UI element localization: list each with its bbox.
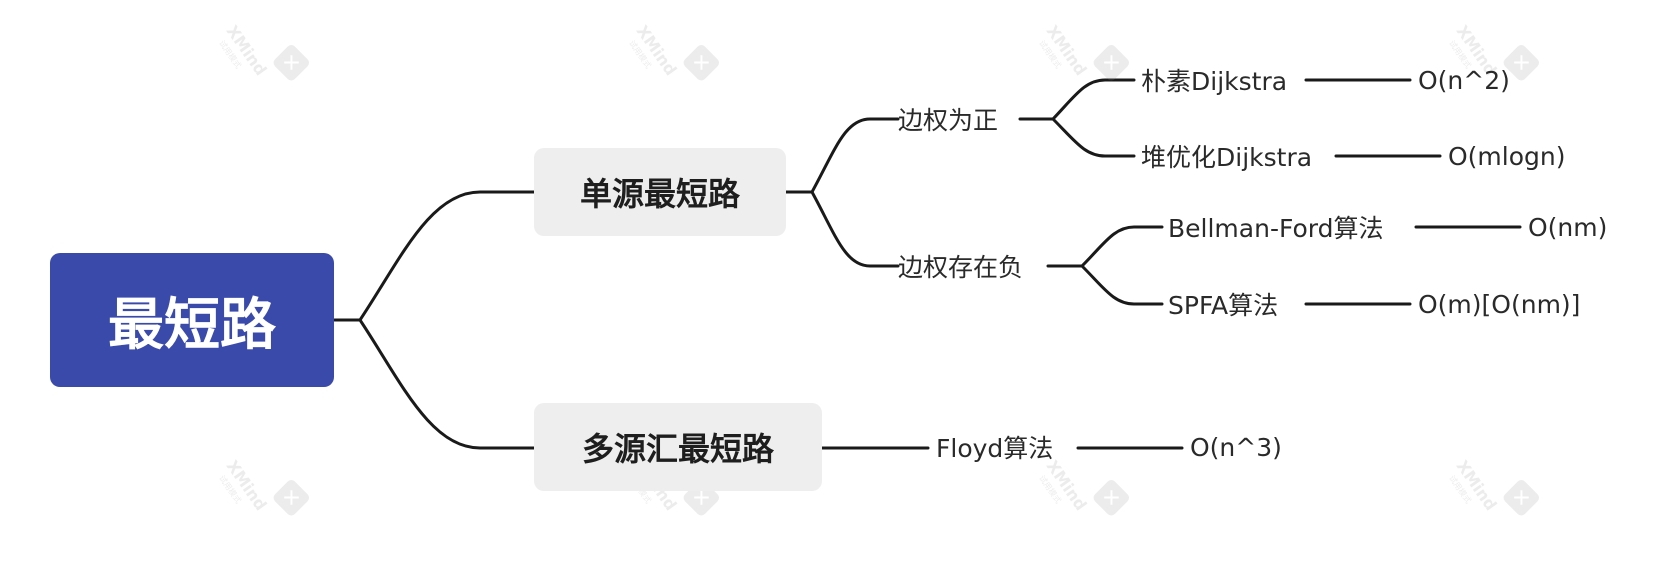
topic-bellman-ford[interactable]: Bellman-Ford算法 — [1168, 214, 1384, 243]
complexity-bellman-ford[interactable]: O(nm) — [1528, 212, 1608, 242]
connector-mid2-leaf4 — [1080, 264, 1164, 306]
topic-heap-dijkstra[interactable]: 堆优化Dijkstra — [1141, 143, 1313, 172]
topic-naive-dijkstra[interactable]: 朴素Dijkstra — [1141, 67, 1288, 96]
subtopic-negative-weights[interactable]: 边权存在负 — [898, 253, 1024, 282]
connector-branch1-mid2 — [810, 190, 900, 268]
connector-mid1-leaf1 — [1018, 78, 1136, 121]
connector-lines — [332, 78, 1522, 450]
topic-floyd[interactable]: Floyd算法 — [936, 434, 1054, 463]
complexity-heap-dijkstra[interactable]: O(mlogn) — [1448, 141, 1566, 171]
branch-single-source[interactable]: 单源最短路 — [534, 148, 786, 236]
connector-mid2-leaf3 — [1046, 225, 1164, 268]
connector-root-branch1 — [332, 190, 536, 322]
connector-root-branch2 — [358, 318, 536, 450]
mindmap-canvas: ✕ XMind 试用模式 ✕ XMind 试用模式 ✕ XMind 试用模式 ✕… — [50, 22, 1608, 518]
connector-branch1-mid1 — [784, 117, 900, 194]
branch-multi-source[interactable]: 多源汇最短路 — [534, 403, 822, 491]
root-topic[interactable]: 最短路 — [50, 253, 334, 387]
topic-spfa[interactable]: SPFA算法 — [1168, 291, 1279, 320]
subtopic-positive-weights[interactable]: 边权为正 — [898, 106, 999, 135]
complexity-spfa[interactable]: O(m)[O(nm)] — [1418, 289, 1581, 319]
connector-mid1-leaf2 — [1051, 117, 1136, 158]
complexity-naive-dijkstra[interactable]: O(n^2) — [1418, 65, 1510, 95]
complexity-floyd[interactable]: O(n^3) — [1190, 432, 1282, 462]
